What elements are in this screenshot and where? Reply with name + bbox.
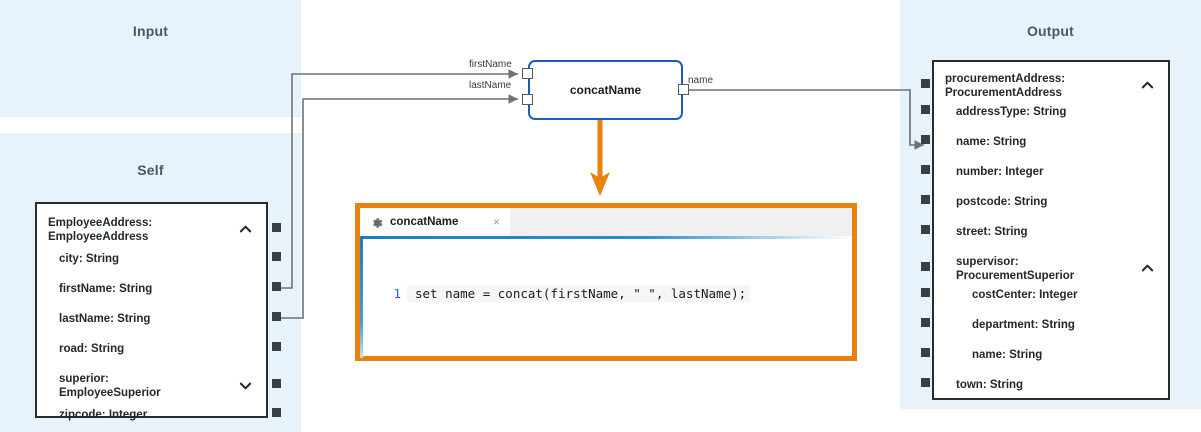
editor-tab-title: concatName [390, 216, 459, 228]
schema-field-type: EmployeeAddress [48, 231, 149, 243]
schema-field[interactable]: postcode: String [934, 195, 1168, 209]
schema-port[interactable] [272, 342, 281, 351]
editor-tab-strip: concatName × [360, 208, 852, 236]
function-input-port-firstname[interactable] [522, 68, 533, 79]
code-text[interactable]: set name = concat(firstName, " ", lastNa… [407, 284, 751, 302]
schema-field-type: ProcurementAddress [945, 87, 1062, 99]
schema-port[interactable] [272, 312, 281, 321]
schema-field[interactable]: superior: EmployeeSuperior [37, 372, 266, 400]
schema-port[interactable] [921, 225, 930, 234]
schema-field-label: lastName: String [59, 313, 151, 325]
editor-link-arrow [590, 172, 610, 196]
schema-field[interactable]: supervisor: ProcurementSuperior [934, 255, 1168, 283]
schema-field-label: name: String [972, 349, 1043, 361]
chevron-down-icon[interactable] [239, 379, 252, 392]
schema-field-label: road: String [59, 343, 125, 355]
close-icon[interactable]: × [492, 215, 500, 229]
schema-field-label: number: Integer [956, 166, 1044, 178]
schema-field-label: costCenter: Integer [972, 289, 1078, 301]
output-schema-node[interactable]: procurementAddress: ProcurementAddress add… [932, 60, 1170, 400]
schema-port[interactable] [921, 318, 930, 327]
schema-field[interactable]: street: String [934, 225, 1168, 239]
function-input-label-lastname: lastName [469, 80, 512, 91]
schema-port[interactable] [272, 408, 281, 417]
schema-field-label: addressType: String [956, 106, 1067, 118]
schema-field-label: procurementAddress: [945, 73, 1066, 85]
schema-field-label: zipcode: Integer [59, 409, 148, 421]
schema-field-label: street: String [956, 226, 1028, 238]
function-input-port-lastname[interactable] [522, 94, 533, 105]
schema-field-label: department: String [972, 319, 1075, 331]
schema-port[interactable] [272, 282, 281, 291]
schema-port[interactable] [921, 165, 930, 174]
schema-field[interactable]: procurementAddress: ProcurementAddress [934, 72, 1168, 100]
schema-field[interactable]: city: String [37, 252, 266, 266]
schema-field[interactable]: lastName: String [37, 312, 266, 326]
schema-port[interactable] [921, 105, 930, 114]
gear-icon [371, 216, 383, 228]
schema-field-type: ProcurementSuperior [956, 270, 1075, 282]
schema-field-label: firstName: String [59, 283, 153, 295]
wire-name-output [689, 89, 924, 150]
schema-field-label: superior: [59, 373, 109, 385]
chevron-up-icon[interactable] [239, 223, 252, 236]
editor-accent-bar [360, 236, 852, 239]
self-schema-node[interactable]: EmployeeAddress: EmployeeAddress city: Str… [35, 202, 268, 421]
schema-field[interactable]: department: String [934, 318, 1168, 332]
schema-field[interactable]: zipcode: Integer [37, 408, 266, 422]
chevron-up-icon[interactable] [1141, 79, 1154, 92]
schema-port[interactable] [921, 262, 930, 271]
function-output-port-name[interactable] [678, 84, 689, 95]
schema-field-label: postcode: String [956, 196, 1048, 208]
function-input-label-firstname: firstName [469, 59, 512, 70]
input-panel-title: Input [132, 23, 169, 39]
function-output-label-name: name [688, 75, 714, 86]
schema-field[interactable]: number: Integer [934, 165, 1168, 179]
schema-field-label: town: String [956, 379, 1024, 391]
schema-field-label: name: String [956, 136, 1027, 148]
schema-field[interactable]: name: String [934, 135, 1168, 149]
function-node-concatname[interactable]: concatName [528, 60, 683, 120]
output-panel-title: Output [1026, 23, 1075, 39]
schema-port[interactable] [921, 288, 930, 297]
schema-port[interactable] [921, 79, 930, 88]
editor-tab-concatname[interactable]: concatName × [360, 208, 510, 236]
schema-field-label: city: String [59, 253, 120, 265]
code-line-1: 1 set name = concat(firstName, " ", last… [363, 283, 852, 303]
schema-port[interactable] [921, 378, 930, 387]
function-node-label: concatName [569, 83, 642, 97]
schema-field-label: EmployeeAddress: [48, 217, 153, 229]
schema-port[interactable] [921, 195, 930, 204]
schema-field-type: EmployeeSuperior [59, 387, 161, 399]
schema-field[interactable]: name: String [934, 348, 1168, 362]
self-panel-title: Self [137, 162, 164, 178]
schema-port[interactable] [272, 223, 281, 232]
schema-field[interactable]: town: String [934, 378, 1168, 392]
schema-port[interactable] [921, 348, 930, 357]
schema-field-label: supervisor: [956, 256, 1019, 268]
schema-field[interactable]: EmployeeAddress: EmployeeAddress [37, 216, 266, 244]
schema-port[interactable] [272, 252, 281, 261]
editor-accent-left [360, 236, 363, 358]
schema-field[interactable]: addressType: String [934, 105, 1168, 119]
schema-field[interactable]: firstName: String [37, 282, 266, 296]
schema-field[interactable]: road: String [37, 342, 266, 356]
input-panel: Input [0, 0, 301, 117]
code-editor-panel[interactable]: concatName × 1 set name = concat(firstNa… [355, 203, 857, 361]
chevron-up-icon[interactable] [1141, 262, 1154, 275]
schema-port[interactable] [272, 379, 281, 388]
schema-port[interactable] [921, 135, 930, 144]
editor-code-area[interactable]: 1 set name = concat(firstName, " ", last… [363, 239, 852, 356]
schema-field[interactable]: costCenter: Integer [934, 288, 1168, 302]
line-number: 1 [393, 285, 401, 301]
